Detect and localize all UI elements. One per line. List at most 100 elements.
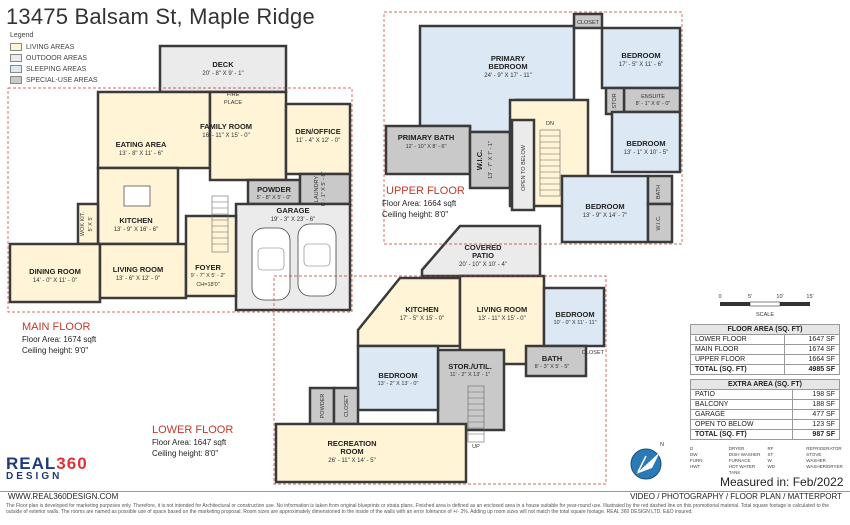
footer-website-link[interactable]: WWW.REAL360DESIGN.COM xyxy=(8,492,119,501)
stor-util xyxy=(436,348,506,432)
stairs-lower-steps xyxy=(468,391,484,435)
primary-bedroom-label-1: PRIMARY xyxy=(491,54,525,63)
deck-dim: 20' - 8" X 9' - 1" xyxy=(202,71,243,77)
upper-floor-ceiling: Ceiling height: 8'0" xyxy=(382,210,448,219)
stor-util-dim: 11' - 2" X 13' - 1" xyxy=(450,372,490,378)
footer-disclaimer: The Floor plan is developed for marketin… xyxy=(6,503,829,515)
bedroom-lower-right-dim: 10' - 0" X 11' - 11" xyxy=(553,320,596,326)
bedroom-upper-c-dim: 13' - 9" X 14' - 7" xyxy=(583,213,628,219)
living-lower-label: LIVING ROOM xyxy=(477,305,527,314)
den-dim: 11' - 4" X 12' - 0" xyxy=(296,138,340,144)
stairs-upper-steps xyxy=(540,135,560,191)
real360-logo: REAL360 DESIGN xyxy=(6,454,88,482)
primary-bath-dim: 12' - 10" X 8' - 6" xyxy=(406,144,447,150)
powder-main-label: POWDER xyxy=(257,185,291,194)
logo-text-360: 360 xyxy=(56,454,88,473)
wok-dim: 5' X 5' xyxy=(88,217,94,232)
recreation-label-2: ROOM xyxy=(340,447,363,456)
bedroom-lower-left-label: BEDROOM xyxy=(378,371,417,380)
living-lower-dim: 13' - 11" X 15' - 0" xyxy=(478,316,525,322)
bedroom-upper-b-label: BEDROOM xyxy=(626,139,665,148)
floor-area-heading: FLOOR AREA (SQ. FT) xyxy=(690,324,840,335)
bedroom-upper-a-label: BEDROOM xyxy=(621,51,660,60)
legend-item-outdoor: OUTDOOR AREAS xyxy=(10,54,87,62)
table-total-row: TOTAL (SQ. FT)987 SF xyxy=(690,429,840,440)
foyer-label: FOYER xyxy=(195,263,221,272)
foyer-area xyxy=(184,214,238,298)
den-label: DEN/OFFICE xyxy=(295,127,340,136)
stairs-down-label: DN xyxy=(546,121,554,127)
closet-lower-label: CLOSET xyxy=(344,394,350,417)
bedroom-lower-left-dim: 13' - 2" X 13' - 0" xyxy=(378,381,419,387)
covered-patio-label-1: COVERED xyxy=(464,243,502,252)
measured-date: Measured in: Feb/2022 xyxy=(720,475,844,489)
recreation-label-1: RECREATION xyxy=(327,439,376,448)
main-floor-ceiling: Ceiling height: 9'0" xyxy=(22,346,88,355)
car-icon xyxy=(297,223,337,297)
garage-label: GARAGE xyxy=(277,206,310,215)
wic2-upper xyxy=(646,202,674,244)
bath-lower xyxy=(524,344,588,378)
extra-area-heading: EXTRA AREA (SQ. FT) xyxy=(690,379,840,390)
scale-bar: 0 5' 10' 15' SCALE xyxy=(718,294,813,318)
stairs-up-label: UP xyxy=(472,444,480,450)
powder-main-dim: 5' - 8" X 5' - 0" xyxy=(257,195,292,201)
logo-text-design: DESIGN xyxy=(6,471,63,482)
covered-patio-label-2: PATIO xyxy=(472,251,494,260)
powder-lower-label: POWDER xyxy=(320,394,326,419)
ensuite-dim: 8' - 1" X 6' - 0" xyxy=(636,101,671,107)
bedroom-upper-c-label: BEDROOM xyxy=(585,202,624,211)
scale-tick-10: 10' xyxy=(776,294,783,300)
kitchen-main-label: KITCHEN xyxy=(119,216,152,225)
closet-upper xyxy=(572,12,604,30)
car-window xyxy=(303,243,331,267)
legend-item-living: LIVING AREAS xyxy=(10,43,74,51)
bedroom-upper-b xyxy=(610,110,682,174)
laundry-dim: 8' - 1" X 5' - 8" xyxy=(321,172,327,207)
kitchen-lower-label: KITCHEN xyxy=(405,305,438,314)
finished-boundary-lower xyxy=(273,275,607,485)
property-title: 13475 Balsam St, Maple Ridge xyxy=(6,4,315,29)
living-main-label: LIVING ROOM xyxy=(113,265,163,274)
primary-bath-label: PRIMARY BATH xyxy=(398,133,455,142)
den-office xyxy=(284,102,352,176)
kitchen-island xyxy=(123,185,151,207)
main-floor-area: Floor Area: 1674 sqft xyxy=(22,335,97,344)
upper-floor-area: Floor Area: 1664 sqft xyxy=(382,199,457,208)
main-floor-title: MAIN FLOOR xyxy=(22,321,91,333)
upper-floor-title: UPPER FLOOR xyxy=(386,185,465,197)
primary-bedroom-label-2: BEDROOM xyxy=(488,62,527,71)
lower-floor-title: LOWER FLOOR xyxy=(152,424,233,436)
bedroom-upper-b-dim: 13' - 1" X 10' - 5" xyxy=(624,150,669,156)
ensuite-upper xyxy=(622,86,682,114)
deck-area xyxy=(158,44,288,94)
garage-dim: 19' - 3" X 23' - 6" xyxy=(271,217,316,223)
family-room-label: FAMILY ROOM xyxy=(200,122,252,131)
wic-upper xyxy=(468,130,512,190)
closet-upper-label: CLOSET xyxy=(577,20,600,26)
laundry-label: LAUNDRY xyxy=(314,176,320,203)
compass-icon xyxy=(630,448,662,480)
legend-swatch xyxy=(10,43,22,51)
footer-divider xyxy=(0,491,850,492)
stor-util-label: STOR./UTIL. xyxy=(448,362,492,371)
legend-item-special: SPECIAL-USE AREAS xyxy=(10,76,98,84)
stairs-main xyxy=(211,195,229,253)
logo-text-real: REAL xyxy=(6,454,57,473)
ensuite-label: ENSUITE xyxy=(641,94,665,100)
wic2-upper-label: W.I.C. xyxy=(656,215,662,230)
bedroom-upper-a-dim: 17' - 5" X 11' - 6" xyxy=(619,62,663,68)
footer-services: VIDEO / PHOTOGRAPHY / FLOOR PLAN / MATTE… xyxy=(630,492,842,501)
dining-label: DINING ROOM xyxy=(29,267,81,276)
wok-label: WOK KIT. xyxy=(80,211,86,236)
open-to-below-label: OPEN TO BELOW xyxy=(521,144,527,191)
bedroom-lower-left xyxy=(356,344,440,412)
